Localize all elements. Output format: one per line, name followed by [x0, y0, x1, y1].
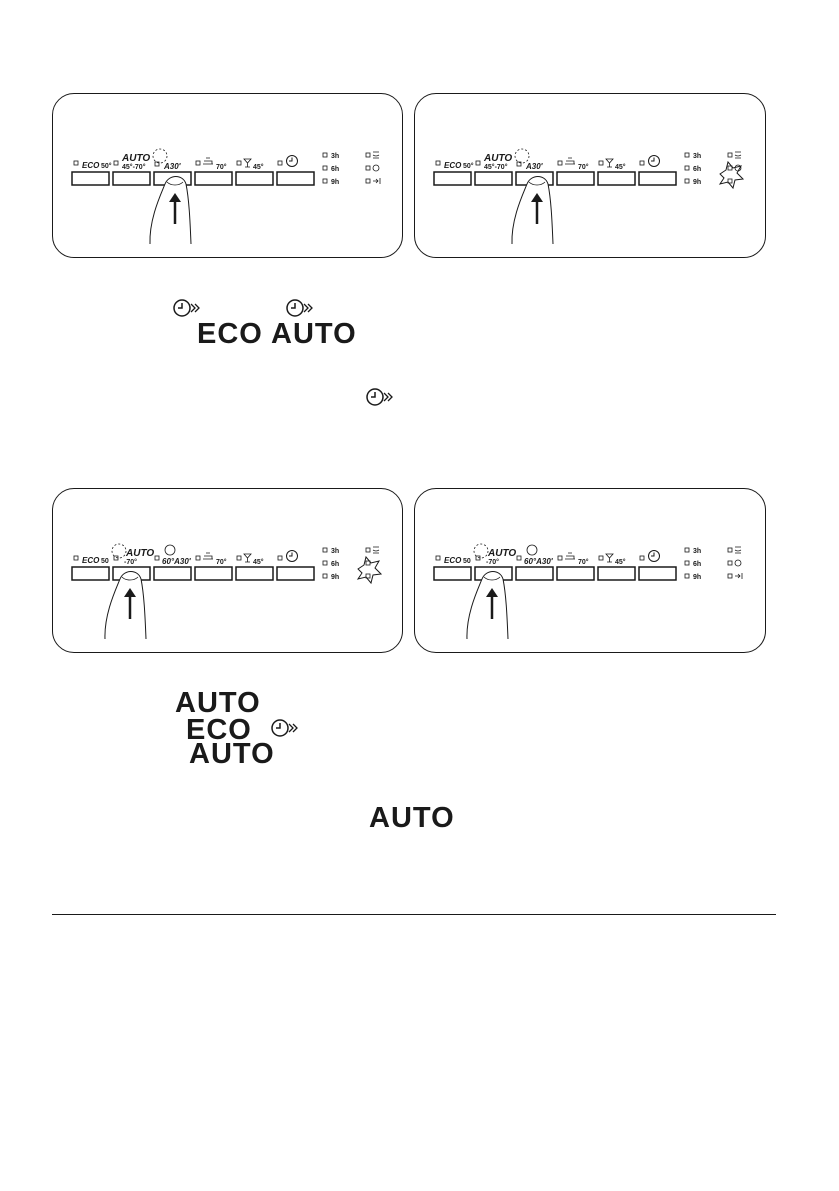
- panel-top-left-drawing: ECO 50° AUTO 45°-70° A30' 70° 45° 3h 6h …: [71, 148, 381, 245]
- svg-text:60°A30': 60°A30': [162, 557, 192, 566]
- panel-bottom-left: ECO 50 AUTO -70° 60°A30' 70° 45° 3h 6h 9…: [52, 488, 403, 653]
- svg-text:ECO: ECO: [82, 556, 100, 565]
- eco-label-1: ECO: [197, 318, 263, 350]
- svg-text:AUTO: AUTO: [125, 548, 154, 559]
- svg-text:6h: 6h: [331, 166, 339, 173]
- delay-start-icon: [271, 719, 298, 737]
- svg-text:70°: 70°: [578, 558, 589, 566]
- section-divider: [52, 914, 776, 915]
- svg-text:9h: 9h: [693, 179, 701, 186]
- svg-text:45°: 45°: [615, 163, 626, 171]
- panel-top-right: ECO 50° AUTO 45°-70° A30' 70° 45° 3h 6h …: [414, 93, 766, 258]
- svg-text:ECO: ECO: [444, 161, 462, 170]
- delay-start-icon: [366, 388, 393, 406]
- panel-bottom-left-drawing: ECO 50 AUTO -70° 60°A30' 70° 45° 3h 6h 9…: [71, 543, 383, 640]
- svg-text:70°: 70°: [216, 558, 227, 566]
- svg-text:3h: 3h: [331, 153, 339, 160]
- svg-text:45°: 45°: [615, 558, 626, 566]
- panel-top-left: ECO 50° AUTO 45°-70° A30' 70° 45° 3h 6h …: [52, 93, 403, 258]
- svg-text:45°-70°: 45°-70°: [484, 163, 508, 171]
- svg-text:70°: 70°: [578, 163, 589, 171]
- svg-text:50°: 50°: [463, 162, 474, 170]
- svg-text:45°-70°: 45°-70°: [122, 163, 146, 171]
- auto-label-1: AUTO: [271, 318, 357, 350]
- delay-start-icon: [173, 299, 200, 317]
- svg-text:50: 50: [101, 558, 109, 565]
- svg-text:60°A30': 60°A30': [524, 557, 554, 566]
- auto-label-2: AUTO: [175, 687, 261, 719]
- svg-text:3h: 3h: [693, 548, 701, 555]
- svg-text:A30': A30': [525, 162, 544, 171]
- svg-text:45°: 45°: [253, 163, 264, 171]
- panel-bottom-right: ECO 50 AUTO -70° 60°A30' 70° 45° 3h 6h 9…: [414, 488, 766, 653]
- panel-bottom-right-drawing: ECO 50 AUTO -70° 60°A30' 70° 45° 3h 6h 9…: [433, 543, 743, 640]
- svg-text:9h: 9h: [693, 574, 701, 581]
- svg-text:9h: 9h: [331, 179, 339, 186]
- svg-text:ECO: ECO: [444, 556, 462, 565]
- svg-text:45°: 45°: [253, 558, 264, 566]
- svg-text:3h: 3h: [693, 153, 701, 160]
- auto-label-3: AUTO: [189, 738, 275, 770]
- svg-text:70°: 70°: [216, 163, 227, 171]
- svg-text:3h: 3h: [331, 548, 339, 555]
- svg-text:AUTO: AUTO: [121, 153, 150, 164]
- svg-text:6h: 6h: [693, 166, 701, 173]
- svg-text:9h: 9h: [331, 574, 339, 581]
- svg-text:50°: 50°: [101, 162, 112, 170]
- eco-label-2: ECO: [186, 714, 252, 746]
- svg-text:A30': A30': [163, 162, 182, 171]
- svg-text:AUTO: AUTO: [487, 548, 516, 559]
- delay-start-icon: [286, 299, 313, 317]
- svg-text:-70°: -70°: [124, 558, 137, 566]
- svg-text:AUTO: AUTO: [483, 153, 512, 164]
- auto-label-4: AUTO: [369, 802, 455, 834]
- svg-text:50: 50: [463, 558, 471, 565]
- svg-text:-70°: -70°: [486, 558, 499, 566]
- panel-top-right-drawing: ECO 50° AUTO 45°-70° A30' 70° 45° 3h 6h …: [433, 148, 745, 245]
- svg-text:6h: 6h: [331, 561, 339, 568]
- svg-text:ECO: ECO: [82, 161, 100, 170]
- svg-text:6h: 6h: [693, 561, 701, 568]
